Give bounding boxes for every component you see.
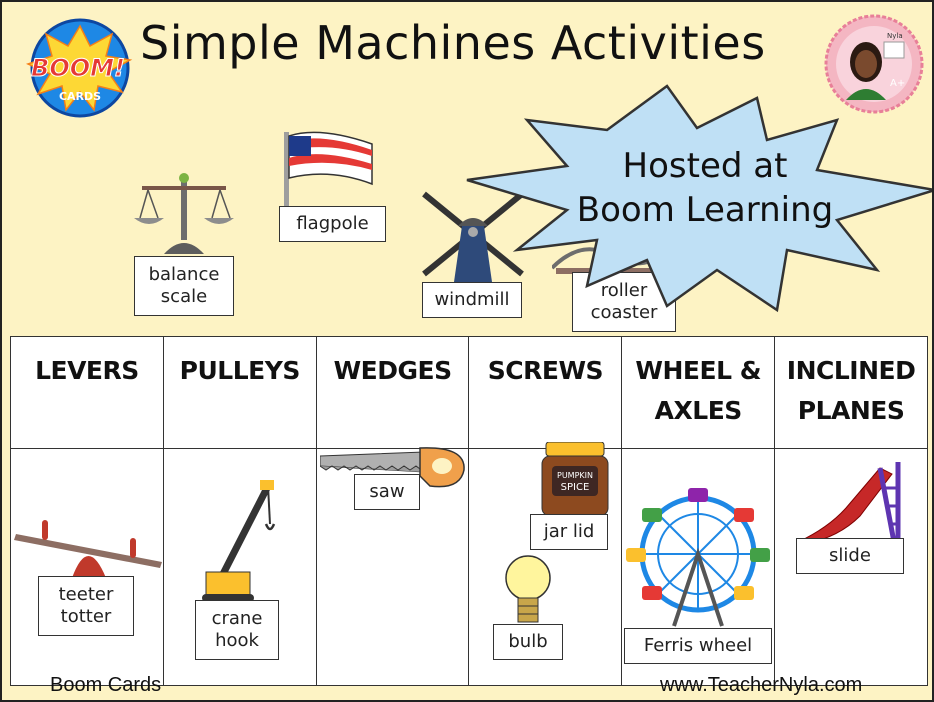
promo-starburst — [466, 84, 932, 313]
card-teeter-totter[interactable]: teeter totter — [38, 576, 134, 636]
column-header-inclined-planes-line1: INCLINED — [786, 356, 916, 385]
jar-label-line2: SPICE — [561, 482, 590, 493]
author-avatar: Nyla A+ — [824, 14, 924, 114]
balance-scale-image — [134, 173, 234, 254]
label-balance-scale: balance scale — [134, 256, 234, 316]
light-bulb-image — [505, 555, 551, 623]
flag-image — [284, 131, 373, 208]
avatar-badge-text: Nyla — [887, 32, 903, 40]
sorting-grid: LEVERS PULLEYS WEDGES SCREWS WHEEL & AXLE… — [10, 336, 928, 686]
label-balance-scale-line1: balance — [148, 264, 220, 285]
card-teeter-totter-line2: totter — [60, 606, 112, 627]
card-crane-hook[interactable]: crane hook — [195, 600, 279, 660]
column-header-wheel-axles-line1: WHEEL & — [635, 356, 762, 385]
page-title: Simple Machines Activities — [140, 16, 766, 70]
ferris-wheel-image — [626, 488, 770, 627]
card-bulb[interactable]: bulb — [493, 624, 563, 660]
column-header-levers-line1: LEVERS — [35, 356, 139, 385]
jar-image: PUMPKIN SPICE — [541, 442, 609, 517]
slide-image — [798, 462, 901, 544]
grid-header-row: LEVERS PULLEYS WEDGES SCREWS WHEEL & AXLE… — [10, 336, 928, 449]
card-crane-hook-line2: hook — [215, 630, 259, 651]
column-header-inclined-planes: INCLINED PLANES — [774, 336, 928, 449]
promo-line1: Hosted at — [622, 146, 788, 186]
column-header-pulleys-line1: PULLEYS — [179, 356, 301, 385]
card-crane-hook-line1: crane — [211, 608, 263, 629]
svg-text:A+: A+ — [890, 78, 905, 89]
jar-label-line1: PUMPKIN — [557, 471, 593, 480]
teeter-totter-image — [14, 520, 162, 578]
label-balance-scale-line2: scale — [160, 286, 208, 307]
column-header-wheel-axles: WHEEL & AXLES — [621, 336, 776, 449]
card-saw[interactable]: saw — [354, 474, 420, 510]
saw-image — [320, 447, 465, 488]
card-teeter-totter-line1: teeter — [58, 584, 114, 605]
card-jar-lid[interactable]: jar lid — [530, 514, 608, 550]
column-header-wedges: WEDGES — [315, 336, 470, 449]
column-header-wheel-axles-line2: AXLES — [654, 396, 743, 425]
label-flagpole: flagpole — [279, 206, 386, 242]
boom-cards-logo: BOOM! CARDS — [25, 18, 133, 118]
windmill-image — [422, 191, 524, 282]
column-header-levers: LEVERS — [10, 336, 164, 449]
card-slide[interactable]: slide — [796, 538, 904, 574]
boom-logo-sub: CARDS — [59, 90, 101, 103]
column-header-screws-line1: SCREWS — [487, 356, 604, 385]
label-roller-coaster-line2: coaster — [590, 302, 658, 323]
column-header-wedges-line1: WEDGES — [333, 356, 453, 385]
column-header-screws: SCREWS — [468, 336, 623, 449]
column-header-pulleys: PULLEYS — [162, 336, 317, 449]
boom-logo-word: BOOM! — [31, 54, 125, 82]
label-windmill: windmill — [422, 282, 522, 318]
column-header-inclined-planes-line2: PLANES — [797, 396, 905, 425]
footer-website: www.TeacherNyla.com — [660, 674, 863, 696]
card-ferris-wheel[interactable]: Ferris wheel — [624, 628, 772, 664]
promo-text: Hosted at Boom Learning — [550, 144, 860, 232]
crane-image — [202, 480, 276, 602]
footer-left-text: Boom Cards — [50, 674, 162, 696]
label-roller-coaster-line1: roller — [600, 280, 648, 301]
promo-line2: Boom Learning — [576, 190, 834, 230]
